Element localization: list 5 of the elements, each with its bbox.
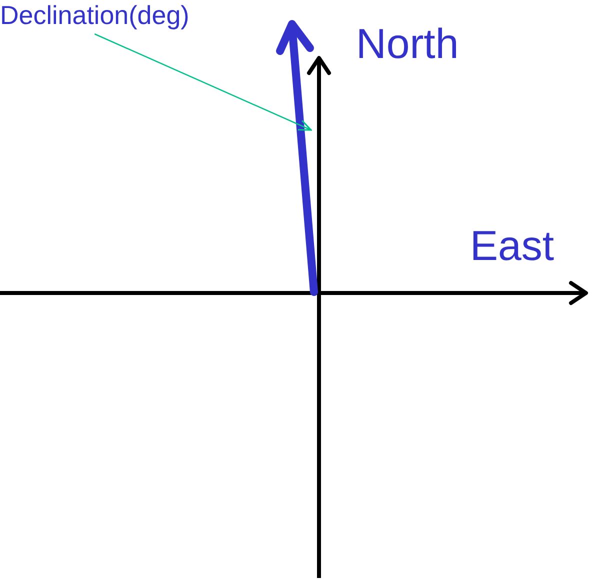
axis-label: North [356, 20, 459, 68]
leader-line [94, 33, 312, 131]
declination-arrow [276, 20, 318, 296]
axis-label: East [470, 222, 554, 270]
callout-text: Declination(deg) [0, 0, 190, 30]
